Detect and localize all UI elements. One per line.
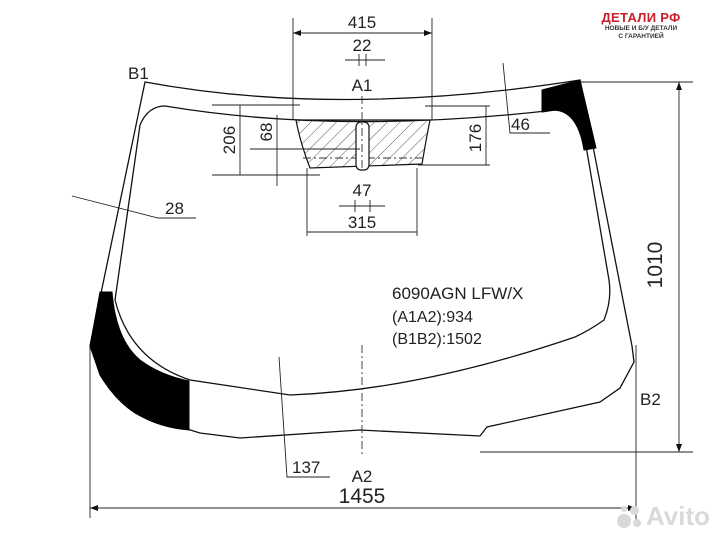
- dim-sensor-width: 315: [348, 213, 376, 232]
- dim-total-height: 1010: [644, 242, 667, 289]
- part-code: 6090AGN LFW/X: [392, 284, 523, 303]
- part-a1a2: (A1A2):934: [392, 309, 473, 326]
- dim-height-left: 206: [220, 126, 239, 154]
- dim-center-gap: 22: [353, 36, 372, 55]
- label-a1: A1: [352, 76, 373, 95]
- ceramic-band-bottom-left: [89, 291, 190, 431]
- glass-inner-outline: [114, 105, 611, 396]
- brand-subtitle-1: НОВЫЕ И Б/У ДЕТАЛИ: [604, 25, 678, 32]
- dim-top-width: 415: [348, 13, 376, 32]
- brand-title: ДЕТАЛИ РФ: [601, 10, 681, 25]
- dim-border-top-right: 46: [511, 115, 530, 134]
- avito-dots-icon: [616, 504, 643, 530]
- dim-sensor-gap: 47: [353, 181, 372, 200]
- avito-text: Avito: [645, 501, 710, 531]
- dim-height-inner: 68: [257, 123, 276, 142]
- brand-logo: ДЕТАЛИ РФ НОВЫЕ И Б/У ДЕТАЛИ С ГАРАНТИЕЙ: [576, 10, 706, 41]
- brand-subtitle-2: С ГАРАНТИЕЙ: [618, 33, 664, 40]
- dim-height-right: 176: [466, 124, 485, 152]
- avito-watermark: Avito: [616, 501, 710, 532]
- label-b2: B2: [640, 390, 661, 409]
- mirror-mount: [355, 121, 370, 171]
- ceramic-band-top-right: [541, 79, 597, 151]
- dim-total-width: 1455: [339, 485, 386, 508]
- label-a2: A2: [352, 467, 373, 486]
- part-b1b2: (B1B2):1502: [392, 331, 482, 348]
- dim-border-left: 28: [165, 199, 184, 218]
- label-b1: B1: [128, 64, 149, 83]
- glass-outer-outline: [89, 79, 635, 439]
- dim-border-bottom: 137: [292, 458, 320, 477]
